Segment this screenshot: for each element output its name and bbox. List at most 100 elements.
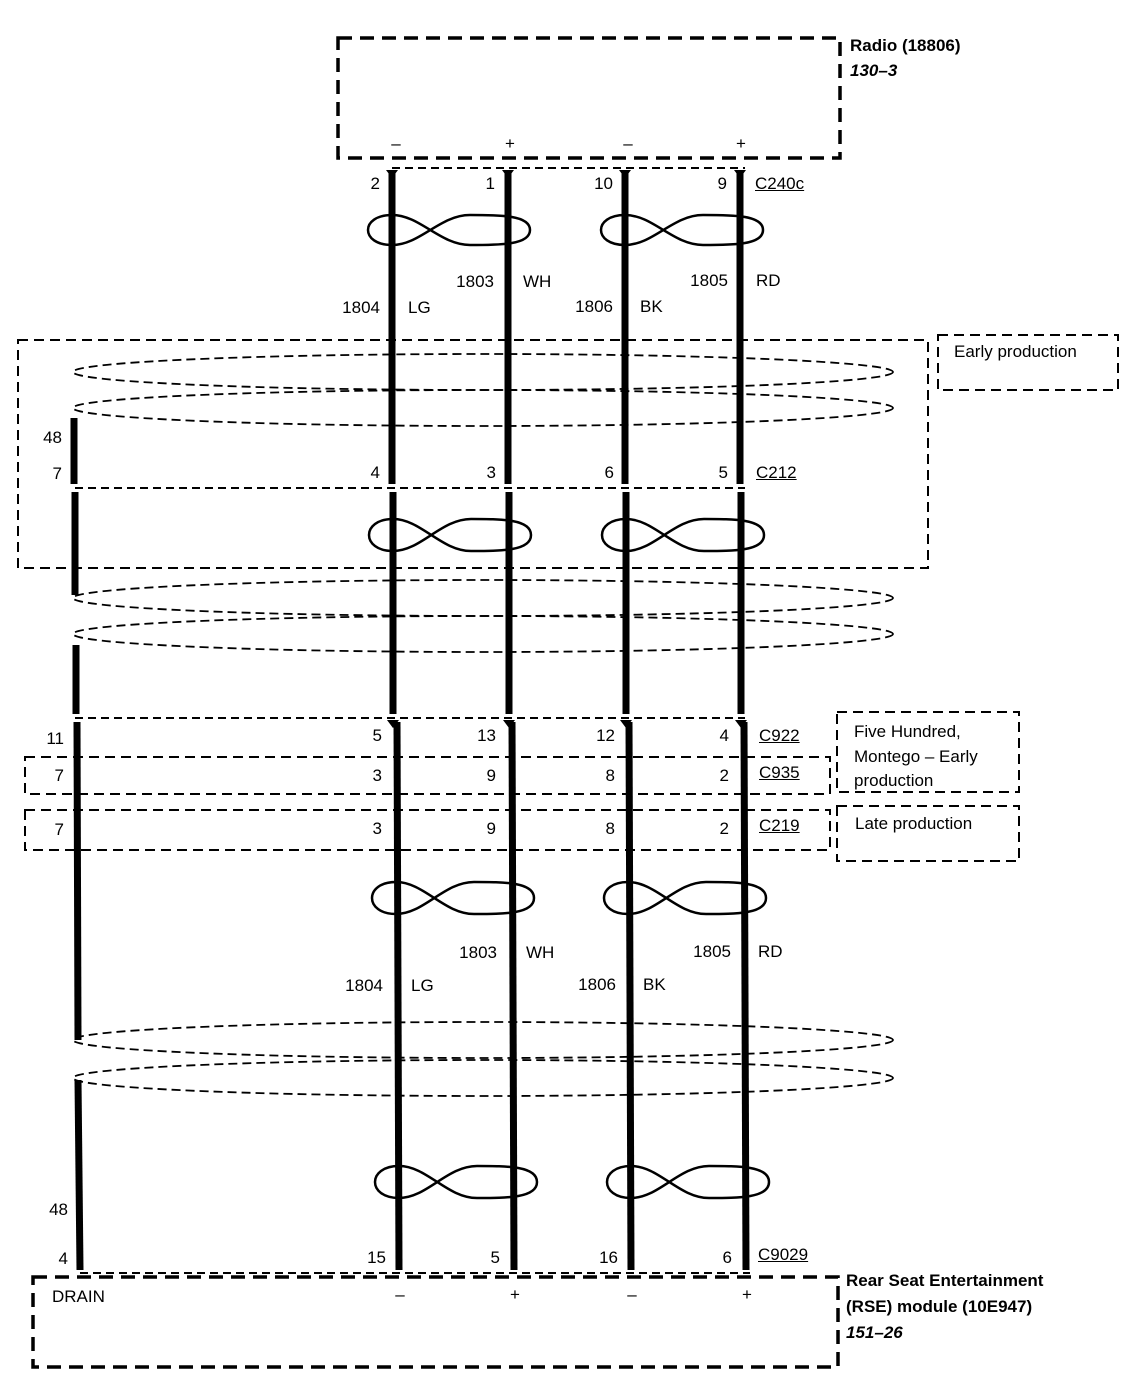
wire-color-code: LG — [411, 976, 434, 995]
wire-circuit-number: 1804 — [342, 298, 380, 317]
shield-ellipse — [72, 1021, 894, 1059]
c212-pin: 5 — [718, 463, 728, 482]
connector-pin-mark — [503, 720, 515, 728]
shield-ellipse — [72, 579, 894, 617]
wire-circuit-number: 1804 — [345, 976, 383, 995]
shield-ellipse — [72, 389, 894, 427]
five-hundred-note-box — [836, 711, 1020, 793]
wire-color-code: RD — [756, 271, 781, 290]
c922-connector-id: C922 — [759, 726, 800, 745]
radio-pin: 10 — [594, 174, 613, 193]
c935-pin: 9 — [486, 766, 496, 785]
wire-bk — [625, 721, 635, 1271]
drain-label: DRAIN — [52, 1287, 105, 1306]
shield-ellipse — [72, 1059, 894, 1097]
wire-circuit-number: 1803 — [456, 272, 494, 291]
rse-polarity: – — [627, 1285, 637, 1304]
wire-circuit-number: 1806 — [575, 297, 613, 316]
c212-pin: 3 — [486, 463, 496, 482]
radio-pin: 9 — [717, 174, 727, 193]
connector-pin-mark — [386, 170, 398, 178]
drain-pin: 7 — [54, 820, 64, 839]
rse-polarity: + — [510, 1285, 520, 1304]
drain-wire — [74, 1079, 84, 1271]
shield-ellipse — [72, 615, 894, 653]
late-production-note: Late production — [855, 814, 973, 833]
wire-color-code: LG — [408, 298, 431, 317]
radio-pin: 1 — [485, 174, 495, 193]
wire-circuit-number: 1806 — [578, 975, 616, 994]
c935-row-box — [24, 756, 831, 795]
late-production-note-box — [836, 805, 1020, 862]
rse-polarity: – — [395, 1285, 405, 1304]
c935-pin: 3 — [372, 766, 382, 785]
five-hundred-note-line: Five Hundred, — [854, 722, 961, 741]
drain-wire — [73, 721, 82, 1041]
radio-connector-id: C240c — [755, 174, 805, 193]
c212-pin: 4 — [370, 463, 380, 482]
connector-pin-mark — [502, 170, 514, 178]
radio-title: Radio (18806) — [850, 36, 961, 55]
drain-pin: 11 — [46, 729, 64, 748]
c9029-pin: 15 — [367, 1248, 386, 1267]
connector-pin-mark — [387, 720, 399, 728]
c922-pin: 12 — [596, 726, 615, 745]
c219-pin: 8 — [605, 819, 615, 838]
connector-pin-mark — [734, 170, 746, 178]
early-production-label-box — [937, 334, 1119, 391]
c9029-pin: 16 — [599, 1248, 618, 1267]
wire-circuit-number: 1805 — [693, 942, 731, 961]
c922-pin: 5 — [372, 726, 382, 745]
rse-title-line1: Rear Seat Entertainment — [846, 1271, 1044, 1290]
shield-ellipse — [72, 353, 894, 391]
drain-pin: 7 — [54, 766, 64, 785]
c219-pin: 9 — [486, 819, 496, 838]
wire-color-code: WH — [526, 943, 555, 962]
c212-connector-id: C212 — [756, 463, 797, 482]
drain-pin: 48 — [49, 1200, 68, 1219]
radio-pin: 2 — [370, 174, 380, 193]
wire-circuit-number: 1803 — [459, 943, 497, 962]
c922-pin: 13 — [477, 726, 496, 745]
c935-pin: 8 — [605, 766, 615, 785]
drain-pin: 48 — [43, 428, 62, 447]
c9029-pin: 6 — [722, 1248, 732, 1267]
five-hundred-note-line: Montego – Early — [854, 747, 978, 766]
five-hundred-note-line: production — [854, 771, 934, 790]
radio-polarity: + — [505, 134, 515, 153]
drain-pin: 4 — [58, 1249, 68, 1268]
wire-color-code: BK — [643, 975, 666, 994]
c219-pin: 2 — [719, 819, 729, 838]
wire-wh — [508, 721, 518, 1271]
early-production-label: Early production — [954, 342, 1077, 361]
c922-pin: 4 — [719, 726, 729, 745]
wire-lg — [393, 721, 403, 1271]
early-production-region — [17, 339, 929, 569]
c935-pin: 2 — [719, 766, 729, 785]
rse-module-box — [31, 1275, 840, 1369]
connector-pin-mark — [620, 720, 632, 728]
radio-polarity: – — [391, 134, 401, 153]
c212-pin: 6 — [604, 463, 614, 482]
radio-module-box — [336, 36, 842, 160]
rse-title-line2: (RSE) module (10E947) — [846, 1297, 1033, 1316]
connector-pin-mark — [619, 170, 631, 178]
rse-polarity: + — [742, 1285, 752, 1304]
wire-rd — [740, 721, 750, 1271]
c219-pin: 3 — [372, 819, 382, 838]
wire-circuit-number: 1805 — [690, 271, 728, 290]
wire-color-code: RD — [758, 942, 783, 961]
radio-polarity: – — [623, 134, 633, 153]
c9029-pin: 5 — [490, 1248, 500, 1267]
rse-ref: 151–26 — [846, 1323, 903, 1342]
c219-connector-id: C219 — [759, 816, 800, 835]
radio-ref: 130–3 — [850, 61, 898, 80]
drain-pin: 7 — [52, 464, 62, 483]
c935-connector-id: C935 — [759, 763, 800, 782]
c9029-connector-id: C9029 — [758, 1245, 809, 1264]
wire-color-code: BK — [640, 297, 663, 316]
radio-polarity: + — [736, 134, 746, 153]
c219-row-box — [24, 809, 831, 851]
wire-color-code: WH — [523, 272, 552, 291]
